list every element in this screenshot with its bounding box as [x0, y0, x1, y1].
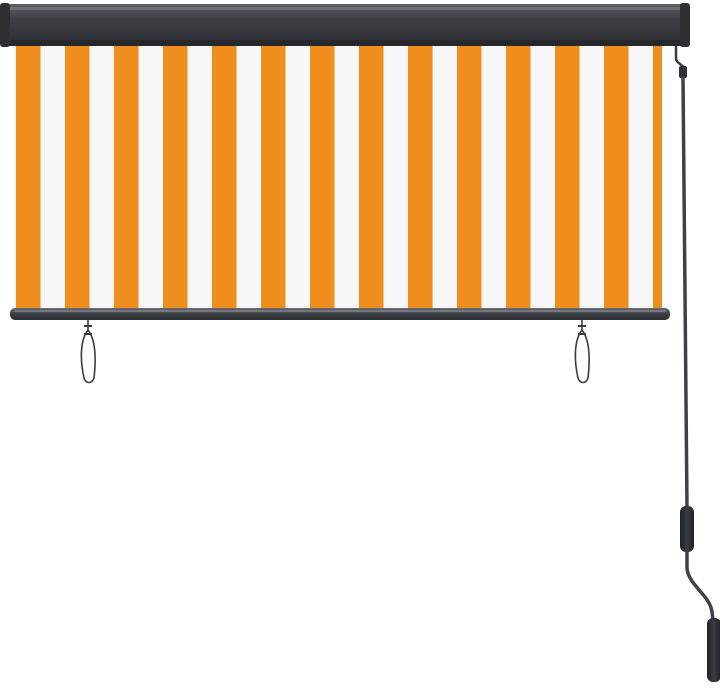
orange-stripe — [114, 38, 139, 310]
orange-stripe — [163, 38, 188, 310]
orange-stripe — [16, 38, 41, 310]
orange-stripe — [261, 38, 286, 310]
crank-handle — [674, 46, 720, 682]
fabric-shade — [14, 38, 662, 310]
orange-stripe — [604, 38, 629, 310]
cassette-left-end-cap — [0, 3, 10, 47]
right-tie-down-cord — [574, 320, 590, 384]
orange-stripe — [555, 38, 580, 310]
cassette-right-end-cap — [680, 3, 690, 47]
orange-stripe — [408, 38, 433, 310]
orange-stripe — [65, 38, 90, 310]
crank-rod — [681, 76, 689, 510]
orange-stripe — [457, 38, 482, 310]
bottom-weight-bar — [10, 308, 670, 320]
crank-knob — [707, 618, 720, 682]
orange-stripe — [359, 38, 384, 310]
orange-stripe — [212, 38, 237, 310]
blind-fabric — [14, 38, 662, 310]
top-cassette — [0, 3, 690, 47]
left-tie-down-cord — [80, 320, 96, 384]
fabric-stripes — [16, 38, 662, 310]
crank-grip — [680, 506, 694, 552]
crank-offset-arm — [685, 548, 715, 622]
orange-stripe — [653, 38, 662, 310]
orange-stripe — [310, 38, 335, 310]
orange-stripe — [506, 38, 531, 310]
